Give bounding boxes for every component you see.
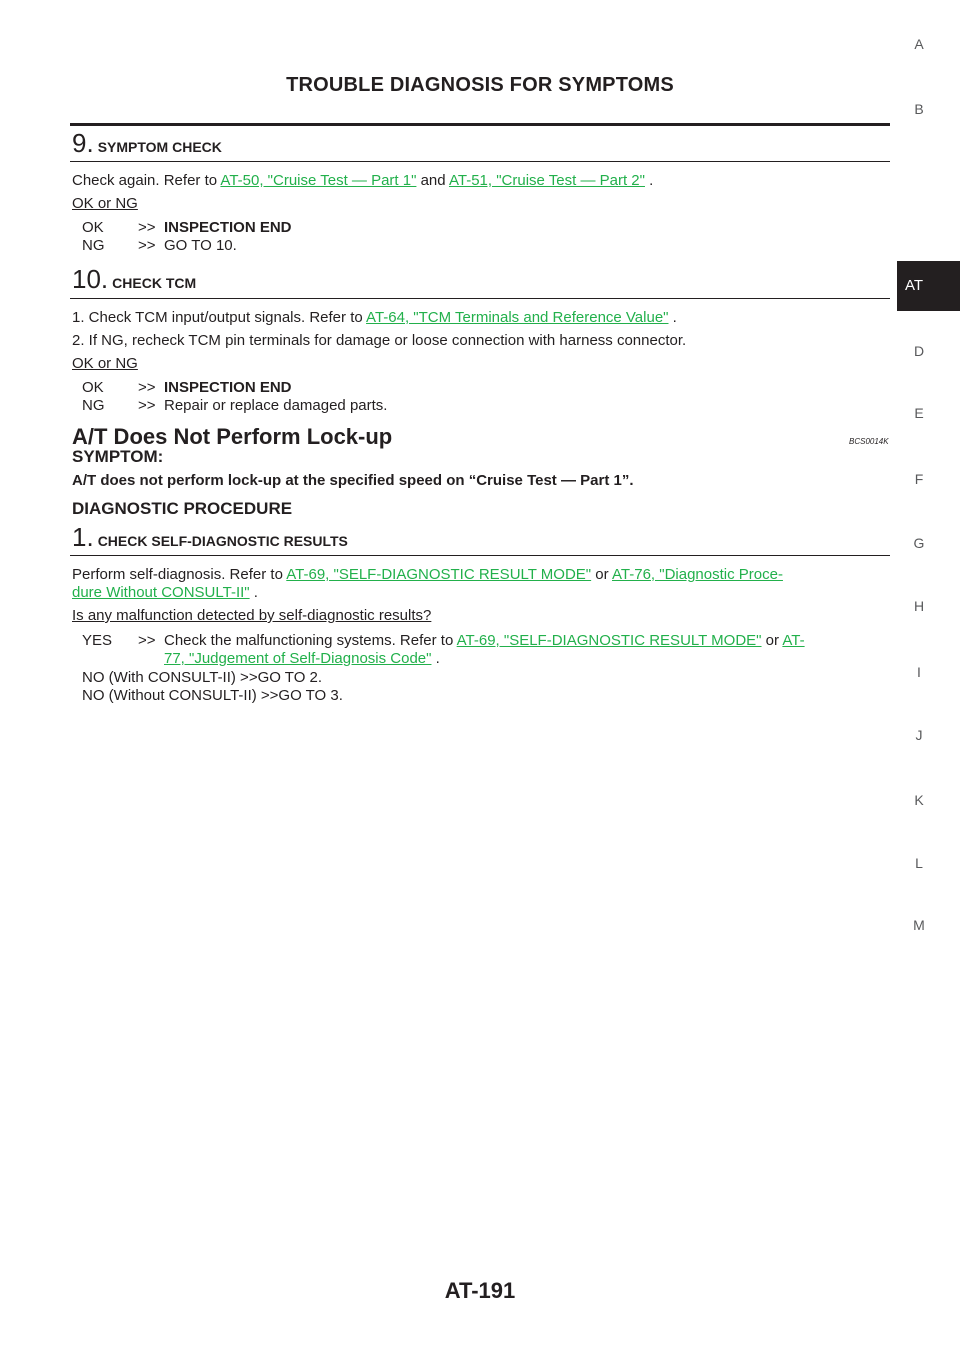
side-index-b[interactable]: B: [914, 101, 924, 117]
step-9-refer-line: Check again. Refer to AT-50, "Cruise Tes…: [72, 172, 653, 190]
step-number: 1.: [72, 522, 94, 552]
side-index-d[interactable]: D: [913, 343, 925, 359]
step-rule: [70, 161, 890, 162]
step-title: CHECK TCM: [112, 275, 197, 291]
side-index-f[interactable]: F: [914, 471, 924, 487]
procedure-label: DIAGNOSTIC PROCEDURE: [72, 499, 293, 518]
link-cruise-test-part2[interactable]: AT-51, "Cruise Test — Part 2": [448, 172, 645, 189]
text: Perform self-diagnosis. Refer to: [72, 566, 287, 583]
arrow: >>: [138, 219, 156, 236]
step-title: SYMPTOM CHECK: [97, 139, 222, 155]
side-index-j[interactable]: J: [915, 727, 923, 743]
link-diagnostic-procedure-cont[interactable]: dure Without CONSULT-II": [72, 584, 250, 601]
ok-action: INSPECTION END: [164, 379, 292, 396]
step-number: 10.: [72, 264, 109, 294]
link-self-diag-result-mode[interactable]: AT-69, "SELF-DIAGNOSTIC RESULT MODE": [456, 632, 762, 649]
no-with-consult-row: NO (With CONSULT-II) >>GO TO 2.: [82, 669, 323, 686]
side-index-m[interactable]: M: [913, 917, 925, 933]
text: 1. Check TCM input/output signals. Refer…: [72, 309, 367, 326]
side-index-i[interactable]: I: [917, 664, 921, 680]
side-index-h[interactable]: H: [913, 598, 925, 614]
side-index-k[interactable]: K: [914, 792, 924, 808]
symptom-text: A/T does not perform lock-up at the spec…: [72, 472, 634, 489]
reference-code: BCS0014K: [849, 437, 889, 446]
ok-action: INSPECTION END: [164, 219, 292, 236]
link-self-diag-result-mode[interactable]: AT-69, "SELF-DIAGNOSTIC RESULT MODE": [286, 566, 592, 583]
side-index-l[interactable]: L: [915, 855, 923, 871]
step-10-heading: 10.CHECK TCM: [72, 264, 196, 295]
question: Is any malfunction detected by self-diag…: [72, 607, 432, 624]
text: Check again. Refer to: [72, 172, 221, 189]
ok-ng-label: OK or NG: [72, 355, 138, 372]
text: .: [431, 650, 440, 667]
side-index-at-active[interactable]: AT: [897, 261, 960, 311]
ng-label: NG: [82, 397, 105, 414]
step-number: 9.: [72, 128, 94, 158]
link-diagnostic-procedure[interactable]: AT-76, "Diagnostic Proce-: [612, 566, 783, 583]
text: or: [591, 566, 612, 583]
step-10-item-1: 1. Check TCM input/output signals. Refer…: [72, 309, 677, 327]
ok-result-row: OK >> INSPECTION END: [82, 219, 292, 237]
step-rule: [70, 298, 890, 299]
side-index-a[interactable]: A: [914, 36, 924, 52]
page-number: AT-191: [444, 1278, 516, 1303]
yes-result-row: YES >> Check the malfunctioning systems. R…: [82, 632, 805, 650]
text: Check the malfunctioning systems. Refer …: [164, 632, 457, 649]
text: or: [761, 632, 783, 649]
ng-action: Repair or replace damaged parts.: [164, 397, 388, 414]
link-judgement-code-cont[interactable]: 77, "Judgement of Self-Diagnosis Code": [164, 650, 432, 667]
link-judgement-code[interactable]: AT-: [782, 632, 805, 649]
ok-label: OK: [82, 379, 104, 396]
side-index-g[interactable]: G: [913, 535, 925, 551]
arrow: >>: [138, 379, 156, 396]
ok-ng-label: OK or NG: [72, 195, 138, 212]
ng-action: GO TO 10.: [164, 237, 237, 254]
ng-result-row: NG >> GO TO 10.: [82, 237, 237, 255]
arrow: >>: [138, 397, 156, 414]
text: .: [668, 309, 677, 326]
no-without-consult-row: NO (Without CONSULT-II) >>GO TO 3.: [82, 687, 343, 704]
step-10-item-2: 2. If NG, recheck TCM pin terminals for …: [72, 332, 687, 349]
text: .: [249, 584, 258, 601]
symptom-label: SYMPTOM:: [72, 447, 164, 466]
step-1-refer-line-2: dure Without CONSULT-II" .: [72, 584, 258, 602]
ng-label: NG: [82, 237, 105, 254]
arrow: >>: [138, 237, 156, 254]
side-index-e[interactable]: E: [914, 405, 924, 421]
step-1-heading: 1.CHECK SELF-DIAGNOSTIC RESULTS: [72, 522, 348, 553]
side-index-at-label: AT: [905, 277, 924, 294]
link-cruise-test-part1[interactable]: AT-50, "Cruise Test — Part 1": [220, 172, 417, 189]
link-tcm-terminals[interactable]: AT-64, "TCM Terminals and Reference Valu…: [366, 309, 669, 326]
yes-result-row-2: 77, "Judgement of Self-Diagnosis Code" .: [164, 650, 440, 668]
text: and: [416, 172, 449, 189]
ok-label: OK: [82, 219, 104, 236]
step-rule: [70, 555, 890, 556]
arrow: >>: [138, 632, 156, 649]
ok-result-row: OK >> INSPECTION END: [82, 379, 292, 397]
text: .: [644, 172, 654, 189]
step-title: CHECK SELF-DIAGNOSTIC RESULTS: [97, 533, 348, 549]
section-title: A/T Does Not Perform Lock-up: [72, 424, 393, 449]
step-1-refer-line-1: Perform self-diagnosis. Refer to AT-69, …: [72, 566, 783, 584]
header-rule: [70, 123, 890, 126]
yes-label: YES: [82, 632, 113, 649]
ng-result-row: NG >> Repair or replace damaged parts.: [82, 397, 387, 415]
step-9-heading: 9.SYMPTOM CHECK: [72, 128, 222, 159]
page-title: TROUBLE DIAGNOSIS FOR SYMPTOMS: [286, 74, 674, 96]
